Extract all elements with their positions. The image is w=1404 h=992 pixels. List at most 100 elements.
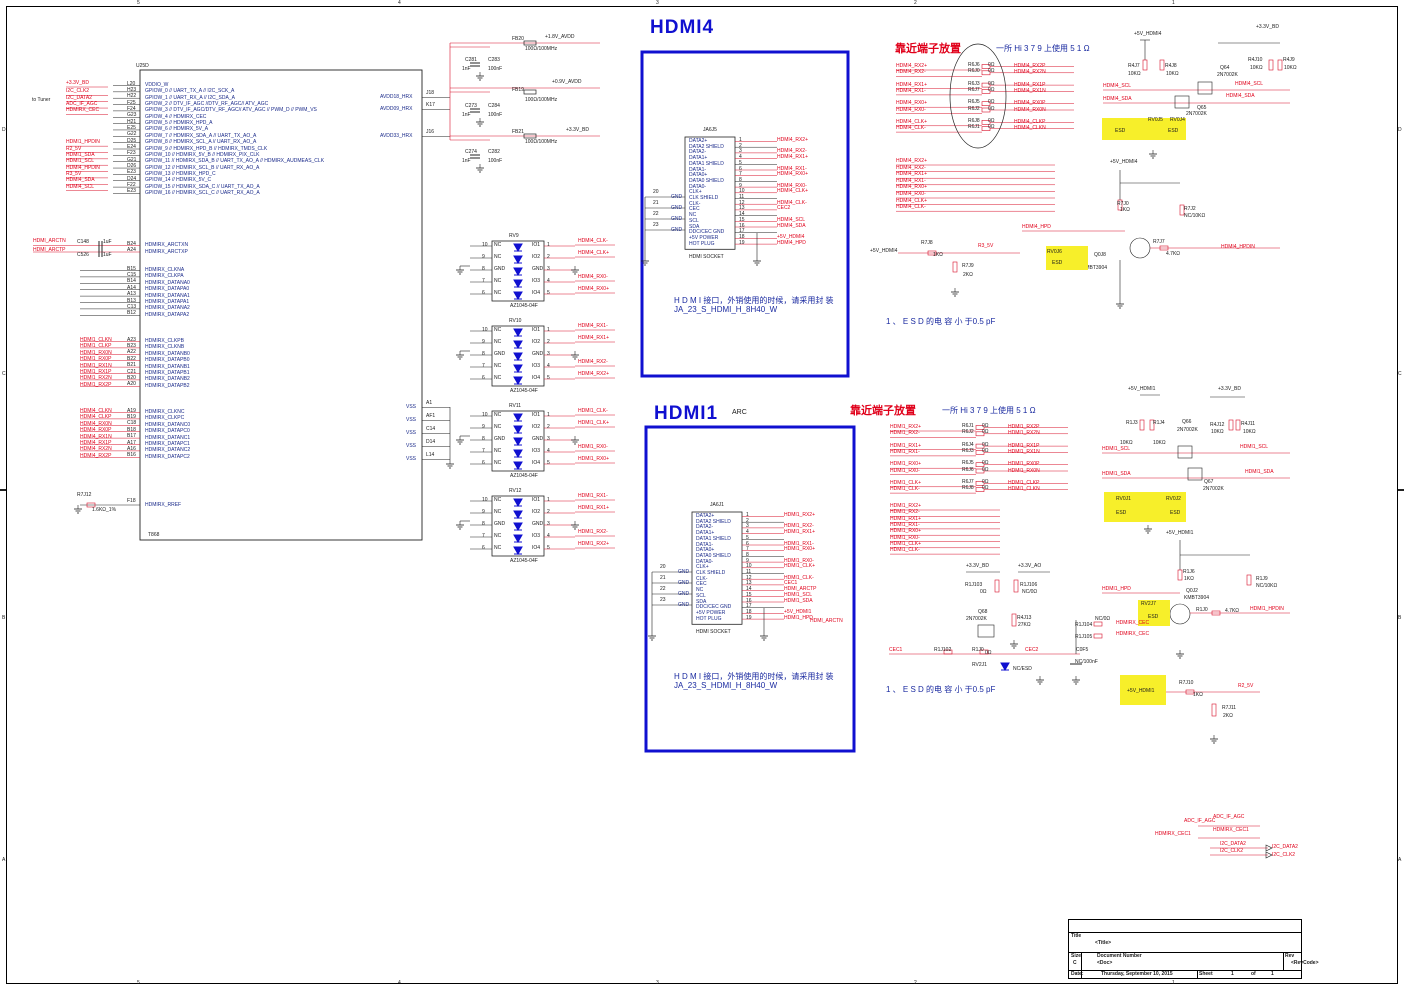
esd-array-rv12: [491, 495, 545, 557]
group-a-pin-number: A13: [127, 291, 136, 298]
hdmi4-socket-pin-number: 12: [739, 199, 745, 206]
esd-pin-label: NC: [494, 448, 502, 454]
chip-left-net: HDMIRX_CEC: [66, 107, 100, 114]
r2-res-ref: R7J10: [1179, 680, 1194, 686]
hdmi4-5v-rail: +5V_HDMI4: [1134, 31, 1162, 37]
cap-value: 1nF: [462, 66, 471, 72]
hdmi4-socket-pin-label: CLK+: [689, 189, 702, 196]
group-c-net: HDMI4_RX0P: [80, 427, 112, 434]
hdmi4-socket-pin-number: 13: [739, 205, 745, 212]
hdmi4-socket-pin-label: DATA1-: [689, 166, 707, 173]
hdmi4-socket-gnd-label: GND: [671, 194, 683, 200]
group-b-pin-label: HDMIRX_DATANB1: [145, 363, 190, 370]
offpage-port-net: I2C_DATA2: [1272, 844, 1298, 850]
vss-pin-label: VSS: [406, 417, 417, 423]
hdmi4-socket-net: HDMI4_RX0-: [777, 182, 807, 189]
chip-right-pin-label: AVDD33_HRX: [380, 133, 413, 139]
group-c-pin-number: A19: [127, 407, 136, 414]
esd-array-diode: [513, 461, 523, 471]
hdmi4-res-value: 4.7KΩ: [1166, 251, 1181, 257]
offpage-port-net: I2C_CLK2: [1272, 852, 1296, 858]
esd-pin-label: IO3: [532, 533, 541, 539]
group-c-pin-number: B16: [127, 452, 136, 459]
hdmi4-series-res-value: 0Ω: [988, 62, 995, 68]
hdmi4-esd-highlight: [1102, 118, 1186, 140]
hdmi4-res-value: 10KΩ: [1166, 71, 1179, 77]
r3-res-ref: R7J8: [921, 240, 933, 246]
esd-array-diode: [513, 449, 523, 459]
cec-res-ref: R1J105: [1075, 634, 1093, 640]
hdmi1-esd-ref: RV0J2: [1166, 496, 1181, 502]
cec-cap-ref: C0F5: [1076, 647, 1089, 653]
hdmi1-socket-pin-label: NC: [696, 587, 704, 594]
cec-res: [1093, 633, 1103, 639]
cec-res: [1093, 621, 1103, 627]
hdmi4-socket-pin-number: 19: [739, 239, 745, 246]
esd-array-net: HDMI1_RX2-: [578, 529, 608, 535]
hdmi1-pullup-res: [1228, 419, 1234, 431]
cap-ref: C274: [465, 149, 477, 155]
hdmi4-socket-pin-label: CLK SHIELD: [689, 195, 719, 201]
border-row-label: D: [2, 127, 6, 133]
hdmi4-socket-gnd-number: 21: [653, 200, 659, 206]
hdmi1-socket-net: HDMI_ARCTP: [784, 586, 817, 593]
hdmi1-socket-pin-label: SDA: [696, 598, 707, 605]
esd-pin-number: 6: [482, 375, 485, 381]
hdmi4-series-in-net: HDMI4_CLK-: [896, 125, 926, 132]
cec-esd-diode: [1000, 662, 1010, 672]
hdmi1-series-in-net: HDMI1_CLK+: [890, 479, 921, 486]
vss-pin-label: VSS: [406, 404, 417, 410]
esd-array-part: AZ1045-04F: [510, 388, 538, 394]
group-b-net: HDMI1_RX0P: [80, 356, 112, 363]
esd-pin-label: IO1: [532, 327, 541, 333]
arc-label: ARC: [732, 409, 747, 416]
cec-res-ref: R1J102: [934, 647, 952, 653]
chip-pin-label: GPIOW_6 // HDMIRX_5V_A: [145, 126, 209, 133]
hdmi4-series-out-net: HDMI4_CLKP: [1014, 118, 1046, 125]
esd-pin-number: 5: [547, 545, 550, 551]
r2-res-ref: R7J11: [1222, 705, 1237, 711]
chip-pin-number: G22: [127, 131, 137, 138]
date-value: Thursday, September 10, 2015: [1101, 971, 1173, 977]
arc-cap-value: 1uF: [103, 239, 112, 245]
offpage-arrow: [1265, 844, 1273, 852]
chip-pin-number: G21: [127, 156, 137, 163]
hdmi1-res-value: 10KΩ: [1153, 440, 1166, 446]
hdmi1-socket-pin-number: 18: [746, 608, 752, 615]
hdmi4-title: HDMI4: [650, 17, 715, 38]
esd-pin-number: 10: [482, 412, 488, 418]
arc-pin-label: HDMIRX_ARCTXP: [145, 248, 188, 255]
socket-note-4a: H D M I 接口，外销使用的时候，请采用封 装: [674, 296, 834, 305]
power-rail-label: +3.3V_BD: [566, 127, 589, 133]
esd-pin-number: 8: [482, 351, 485, 357]
hdmi4-series-res-ref: R6J3: [968, 80, 980, 87]
esd-array-net: HDMI4_RX2+: [578, 371, 609, 377]
r3-5v-rail: +5V_HDMI4: [870, 248, 898, 254]
size-label: Size: [1071, 953, 1082, 959]
hdmi4-socket-pin-number: 4: [739, 154, 742, 161]
title-block: Title <Title> Size C Document Number <Do…: [1068, 919, 1319, 979]
hdmi4-socket-net: HDMI4_RX2-: [777, 148, 807, 155]
hdmi4-res-ref: R4J7: [1128, 63, 1140, 69]
hdmi1-socket-net: +5V_HDMI1: [784, 608, 812, 615]
hdmi1-bus-net: HDMI1_RX2-: [890, 509, 920, 516]
esd-pin-label: IO3: [532, 278, 541, 284]
chip-pin-label: GPIOW_0 // UART_TX_A // I2C_SCK_A: [145, 88, 235, 95]
cec-res-ref: R1J103: [965, 582, 983, 588]
hdmi4-series-in-net: HDMI4_RX0-: [896, 106, 926, 113]
hdmi4-esd-ref: RV0J5: [1148, 117, 1163, 123]
esd-array-net: HDMI1_RX1-: [578, 493, 608, 499]
esd-pin-number: 1: [547, 412, 550, 418]
hdmi1-socket-extra-net: HDMI_ARCTN: [810, 618, 843, 624]
group-c-pin-label: HDMIRX_DATANC1: [145, 434, 191, 441]
esd-array-diode: [513, 522, 523, 532]
hdmi4-esd-ref: RV0J6: [1047, 249, 1062, 255]
hdmi4-socket-pin-number: 7: [739, 171, 742, 178]
hdmi1-socket-pin-label: DDC/CEC GND: [696, 604, 732, 611]
cap-value: 1nF: [462, 112, 471, 118]
group-b-net: HDMI1_RX1N: [80, 362, 112, 369]
hdmi1-series-res-value: 0Ω: [982, 478, 989, 485]
hdmi1-series-res-value: 0Ω: [982, 460, 989, 467]
border-col-label: 5: [137, 980, 140, 986]
hdmi1-socket-net: HDMI1_RX0-: [784, 557, 814, 564]
